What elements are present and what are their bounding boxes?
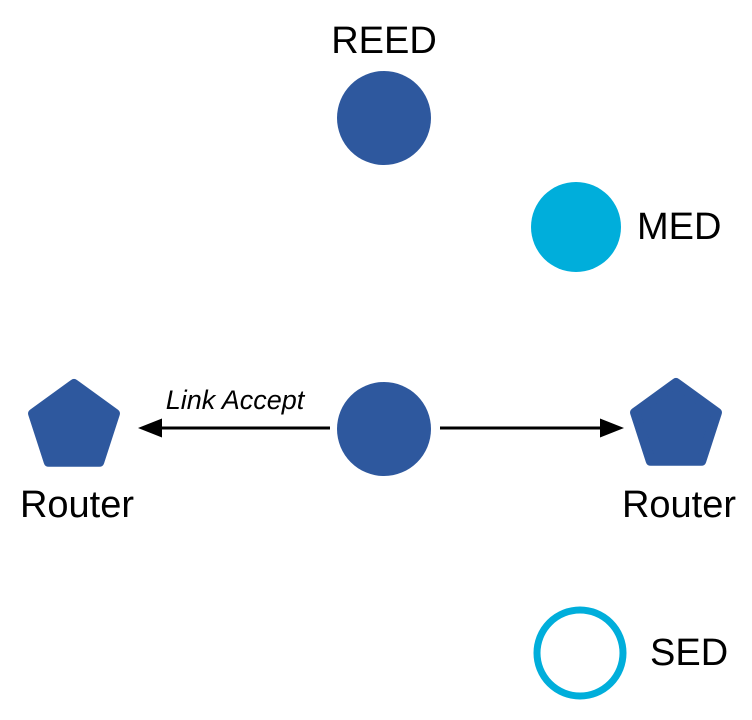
sed-node-circle <box>533 606 627 700</box>
router-right-pentagon <box>630 378 722 466</box>
router-right-label: Router <box>621 484 737 526</box>
med-node-label: MED <box>637 206 722 248</box>
right-arrowhead <box>600 418 624 438</box>
link-accept-arrowhead <box>138 418 162 438</box>
reed-node-label: REED <box>331 20 437 62</box>
router-left-label: Router <box>19 484 135 526</box>
reed-node-circle <box>337 71 431 165</box>
link-accept-edge-label: Link Accept <box>165 385 305 415</box>
med-node-circle <box>531 182 621 272</box>
sed-node-label: SED <box>650 632 729 674</box>
router-left-pentagon <box>28 379 120 467</box>
center-node-circle <box>337 382 431 476</box>
